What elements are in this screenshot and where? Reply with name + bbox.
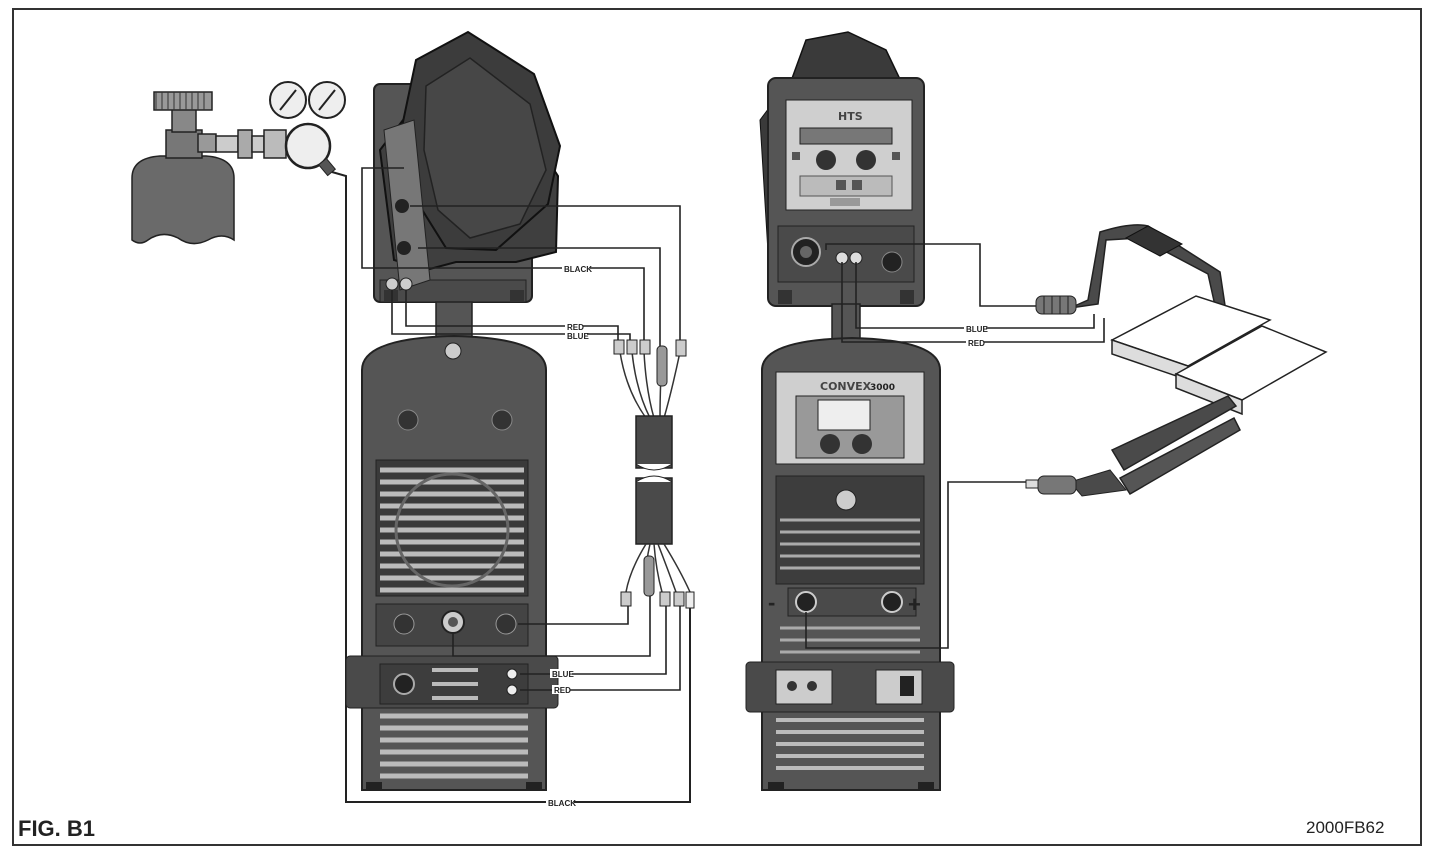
wire-feeder — [373, 30, 562, 303]
gas-regulator — [263, 81, 346, 177]
interconnection-bundle — [613, 339, 695, 609]
figure-code: 2000FB62 — [1306, 818, 1385, 837]
label-red-right: RED — [968, 339, 985, 348]
feeder-panel-brand: HTS — [838, 110, 863, 123]
label-blue-bottom: BLUE — [552, 670, 574, 679]
label-black-bottom: BLACK — [548, 799, 576, 808]
label-red-top: RED — [567, 323, 584, 332]
label-black-top: BLACK — [564, 265, 592, 274]
svg-text:+: + — [908, 592, 921, 617]
source-panel-brand: CONVEX — [820, 380, 872, 393]
gas-cylinder — [131, 91, 235, 245]
connection-lines-left — [361, 167, 681, 691]
svg-text:-: - — [768, 590, 775, 615]
hose-adapter — [215, 129, 265, 159]
workpiece — [1110, 295, 1328, 416]
source-panel-model: 3000 — [870, 383, 895, 393]
wire-feeder-front: HTS — [759, 31, 925, 307]
label-blue-top: BLUE — [567, 332, 589, 341]
power-source-front: CONVEX 3000 - + — [745, 336, 955, 791]
gas-hose — [331, 171, 691, 803]
label-blue-right: BLUE — [966, 325, 988, 334]
figure-label: FIG. B1 — [18, 816, 96, 841]
earth-clamp — [1025, 395, 1241, 497]
welding-torch — [1035, 224, 1227, 315]
power-source-rear — [345, 334, 559, 791]
label-red-bottom: RED — [554, 686, 571, 695]
